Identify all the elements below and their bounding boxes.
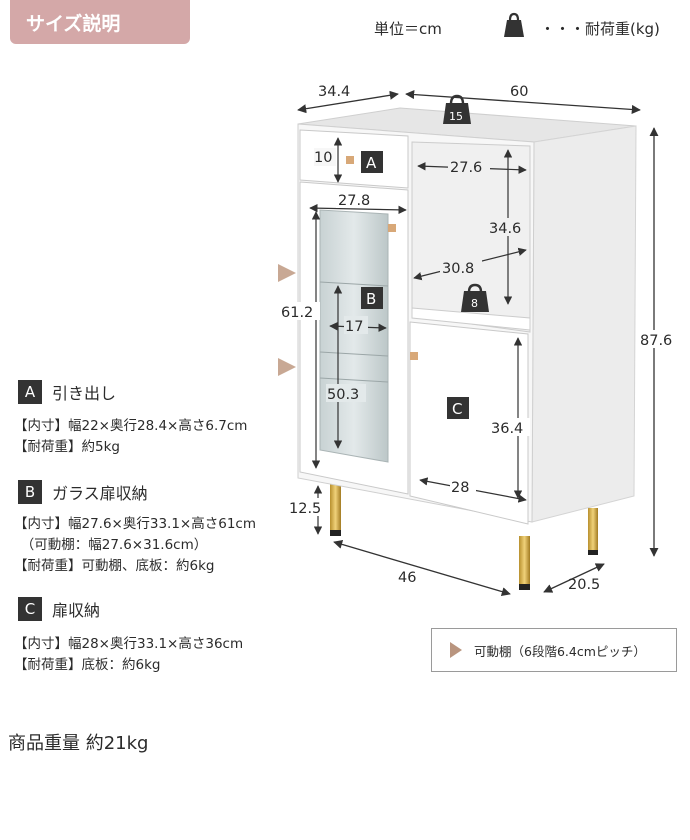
glass-door-knob [388,224,396,232]
dim-door-c-height: 36.4 [491,421,523,437]
door-c [409,321,529,525]
dim-drawer-height: 10 [314,150,332,166]
diagram-label-a: A [366,154,377,172]
glass-panel [319,209,389,463]
dim-inner-width-right: 27.6 [450,160,482,176]
dim-total-height: 87.6 [640,333,672,349]
dim-open-shelf-depth: 30.8 [442,261,474,277]
section-b-specs: 【内寸】幅27.6×奥行33.1×高さ61cm （可動棚：幅27.6×31.6c… [14,514,256,577]
door-c-knob [410,352,418,360]
section-c-title: 扉収納 [52,601,101,620]
spec-line: 【耐荷重】約5kg [14,439,120,455]
svg-text:8: 8 [471,297,478,310]
spec-line: 【耐荷重】底板：約6kg [14,657,161,673]
dim-door-c-width: 28 [451,480,469,496]
shelf-marker-1 [278,264,296,282]
section-a-specs: 【内寸】幅22×奥行28.4×高さ6.7cm 【耐荷重】約5kg [14,416,247,458]
open-shelf [411,141,531,333]
shelf-marker-2 [278,358,296,376]
dim-leg-depth: 20.5 [568,577,600,593]
spec-line: 【耐荷重】可動棚、底板：約6kg [14,558,215,574]
dim-shelf-width: 17 [345,319,363,335]
load-icon-shelf: 8 [461,283,489,312]
section-b-badge: B [18,480,42,504]
load-icon-top: 15 [443,94,471,124]
section-b-title: ガラス扉収納 [52,484,148,503]
section-a: A 引き出し [18,380,116,404]
section-c: C 扉収納 [18,597,100,621]
unit-label: 単位＝cm [374,20,442,38]
dim-width-top: 60 [510,84,528,100]
cabinet-side [531,125,637,523]
weight-icon [504,12,524,37]
section-b: B ガラス扉収納 [18,480,148,504]
product-weight: 商品重量 約21kg [8,733,149,754]
leg-back-right [588,508,598,552]
legend-text: 可動棚（6段階6.4cmピッチ） [474,643,646,659]
movable-shelf-legend: 可動棚（6段階6.4cmピッチ） [431,628,677,672]
section-a-title: 引き出し [52,384,117,403]
dim-bottom-depth: 46 [398,570,416,586]
section-a-badge: A [18,380,42,404]
section-c-badge: C [18,597,42,621]
svg-text:15: 15 [449,110,463,123]
dim-open-shelf-height: 34.6 [489,221,521,237]
diagram-label-b: B [366,290,376,308]
spec-line: （可動棚：幅27.6×31.6cm） [14,537,208,553]
section-c-specs: 【内寸】幅28×奥行33.1×高さ36cm 【耐荷重】底板：約6kg [14,634,243,676]
spec-line: 【内寸】幅22×奥行28.4×高さ6.7cm [14,418,248,434]
dim-leg-height: 12.5 [289,501,321,517]
page-title: サイズ説明 [10,0,190,44]
dim-depth-top: 34.4 [318,84,350,100]
load-legend-label: ・・・耐荷重(kg) [540,20,660,38]
spec-line: 【内寸】幅28×奥行33.1×高さ36cm [14,636,244,652]
dim-glass-lower-height: 50.3 [327,387,359,403]
dim-glass-height: 61.2 [281,305,313,321]
leg-front-right [519,536,530,586]
diagram-label-c: C [452,400,462,418]
drawer-a-knob [346,156,354,164]
spec-line: 【内寸】幅27.6×奥行33.1×高さ61cm [14,516,256,532]
leg-front-left [330,484,341,532]
shelf-marker-icon [450,642,462,658]
dim-glass-inner-width: 27.8 [338,193,370,209]
